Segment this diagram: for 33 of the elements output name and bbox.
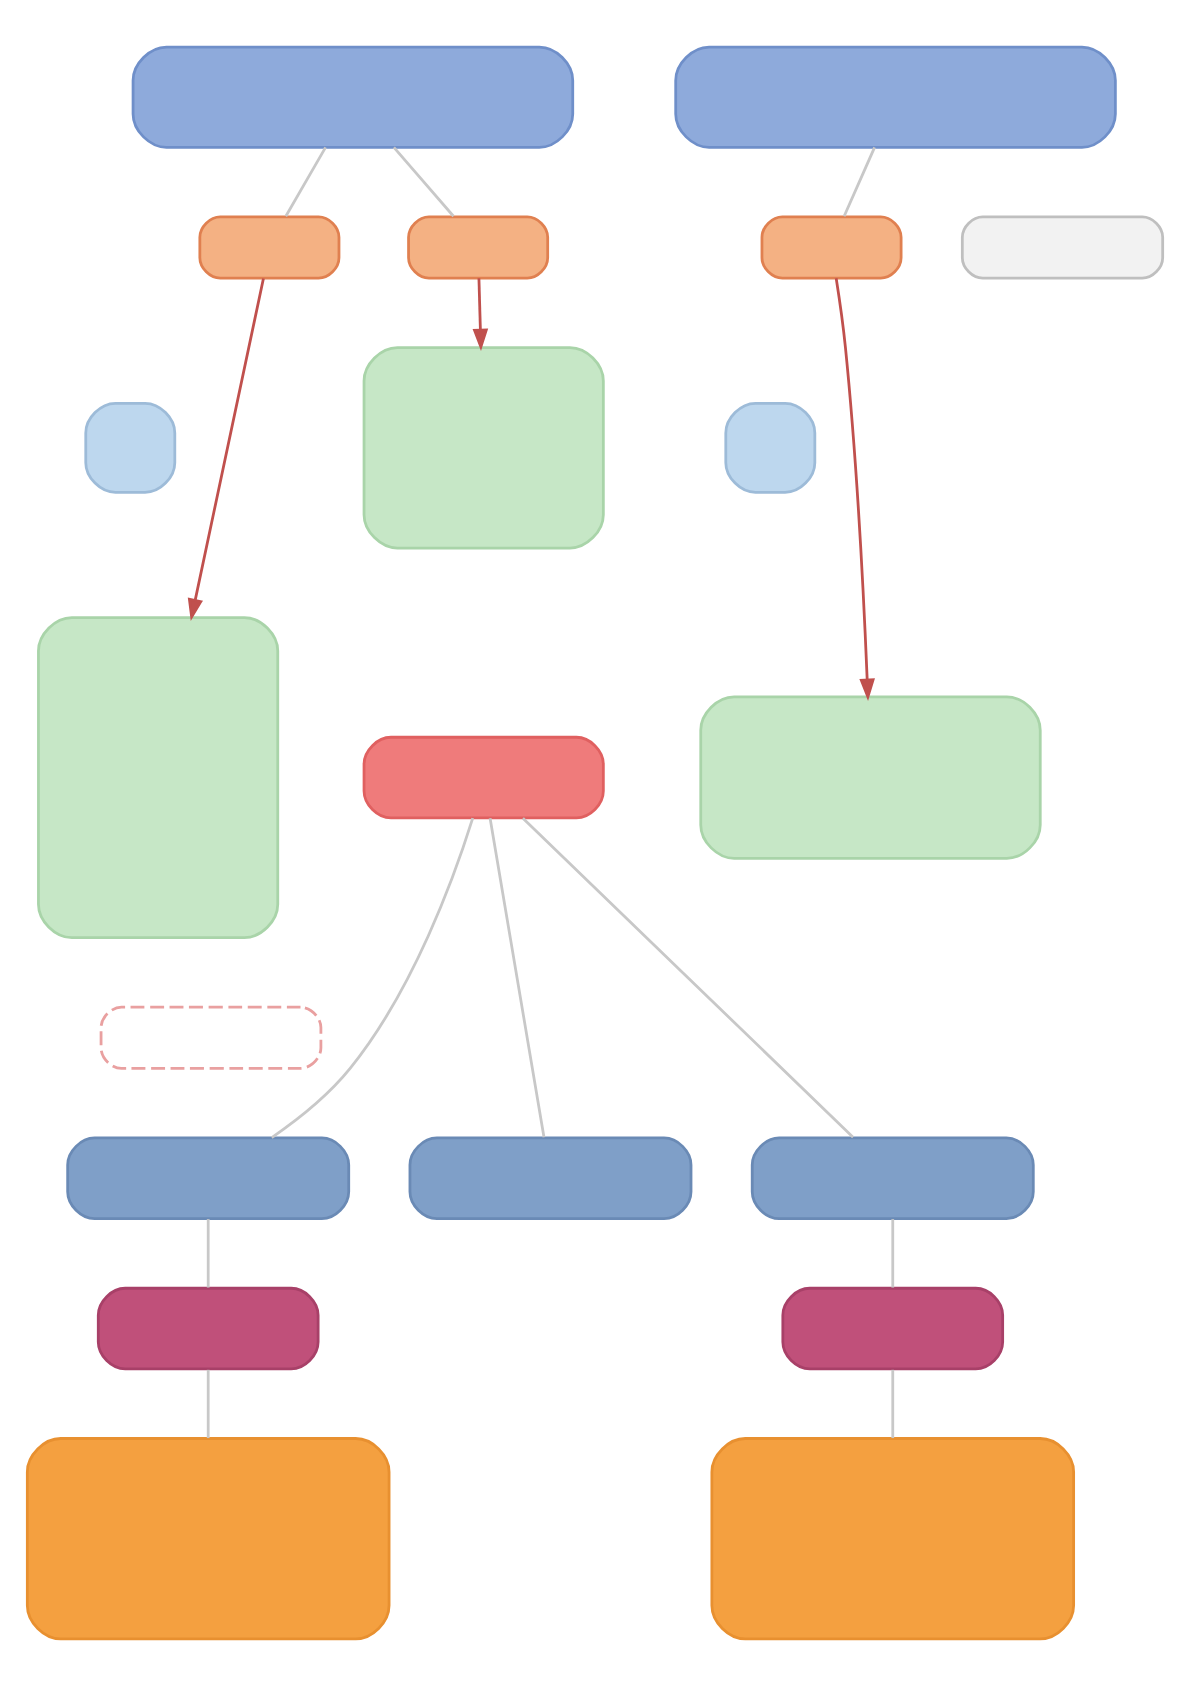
- node-box: [84, 400, 177, 493]
- connector: [891, 1368, 895, 1438]
- node-box: [96, 1285, 320, 1370]
- node-box: [131, 44, 575, 148]
- connector: [488, 817, 546, 1137]
- node-box: [362, 734, 605, 819]
- connector: [891, 1218, 895, 1287]
- connector: [271, 816, 475, 1138]
- connector: [392, 145, 455, 217]
- node-box: [99, 1004, 323, 1069]
- arrow: [187, 277, 265, 620]
- connector: [284, 145, 327, 216]
- node-box: [362, 345, 605, 549]
- arrow: [834, 277, 875, 700]
- node-box: [960, 214, 1165, 279]
- node-box: [25, 1436, 391, 1640]
- node-box: [408, 1135, 693, 1220]
- node-box: [674, 44, 1117, 148]
- node-box: [710, 1436, 1076, 1640]
- connector: [206, 1218, 210, 1287]
- node-box: [407, 214, 550, 279]
- node-box: [699, 694, 1042, 859]
- node-box: [198, 214, 341, 279]
- node-box: [724, 400, 817, 493]
- node-box: [37, 615, 280, 938]
- connector: [206, 1368, 210, 1438]
- node-box: [750, 1135, 1035, 1220]
- node-box: [66, 1135, 351, 1220]
- connector: [842, 145, 876, 216]
- node-box: [781, 1285, 1005, 1370]
- arrow: [472, 277, 489, 351]
- node-box: [760, 214, 903, 279]
- connector: [521, 816, 854, 1138]
